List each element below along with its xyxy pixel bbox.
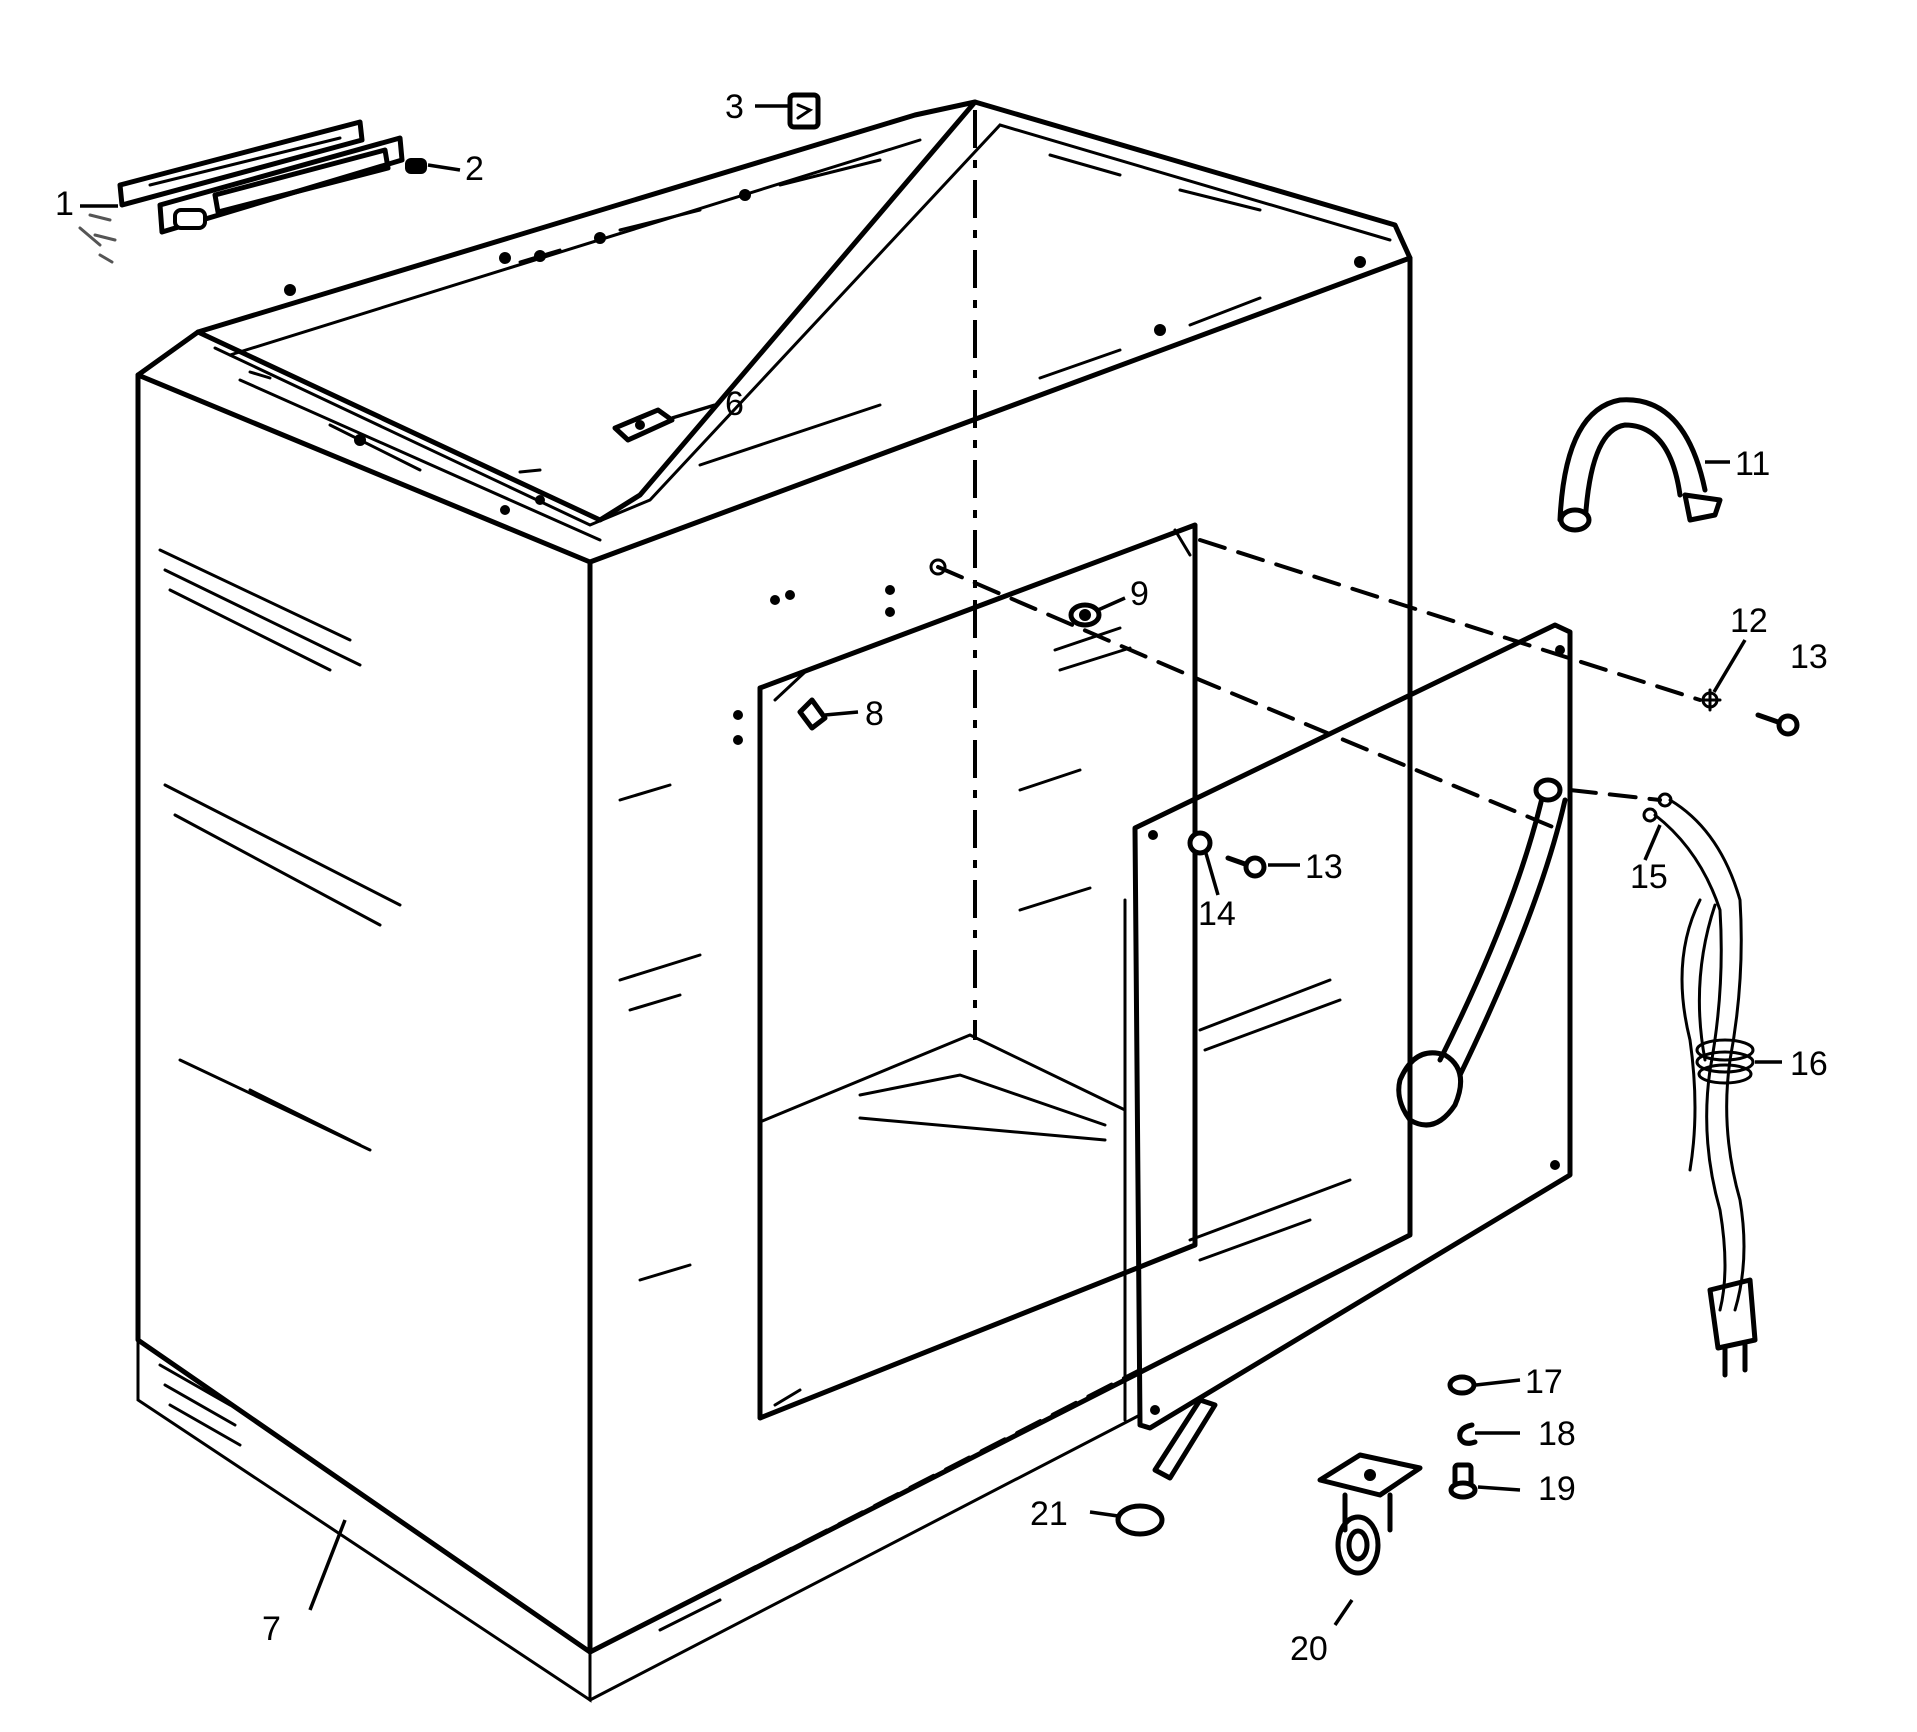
callout-15: 15 [1630,858,1668,896]
part-14-washer [1187,830,1213,856]
part-12-nut [1698,688,1722,712]
callout-19: 19 [1538,1470,1576,1508]
callout-2: 2 [465,150,484,188]
callout-6: 6 [725,385,744,423]
part-9-grommet [1068,602,1102,628]
part-19-bolt [1448,1462,1478,1500]
part-6-latch [612,407,675,443]
part-8-clip [797,697,828,731]
cabinet-body [135,99,1413,1703]
callout-18: 18 [1538,1415,1576,1453]
callout-labels: 1 2 3 6 7 8 9 11 12 13 13 14 15 16 17 18… [55,88,1828,1668]
callout-13b: 13 [1305,848,1343,886]
part-18-c-clip [1457,1422,1478,1446]
callout-12: 12 [1730,602,1768,640]
part-13b-screw [1225,855,1267,879]
part-20-caster [1317,1452,1423,1576]
part-13a-screw [1755,712,1800,737]
callout-13a: 13 [1790,638,1828,676]
callout-21: 21 [1030,1495,1068,1533]
callout-3: 3 [725,88,744,126]
assembly-lines [936,538,1702,832]
callout-14: 14 [1198,895,1236,933]
part-1-bracket [78,119,365,264]
part-21-washer [1115,1503,1165,1537]
callout-9: 9 [1130,575,1149,613]
part-2-rail [157,135,427,235]
callout-7: 7 [262,1610,281,1648]
callout-20: 20 [1290,1630,1328,1668]
part-11-handle [1557,397,1723,533]
callout-8: 8 [865,695,884,733]
part-17-washer [1447,1374,1477,1396]
access-panel [1123,622,1573,1481]
callout-17: 17 [1525,1363,1563,1401]
callout-1: 1 [55,185,74,223]
callout-11: 11 [1735,445,1770,483]
part-16-power-cord [1653,798,1758,1378]
callout-16: 16 [1790,1045,1828,1083]
part-3-clip [787,92,821,130]
leader-lines [80,104,1782,1626]
